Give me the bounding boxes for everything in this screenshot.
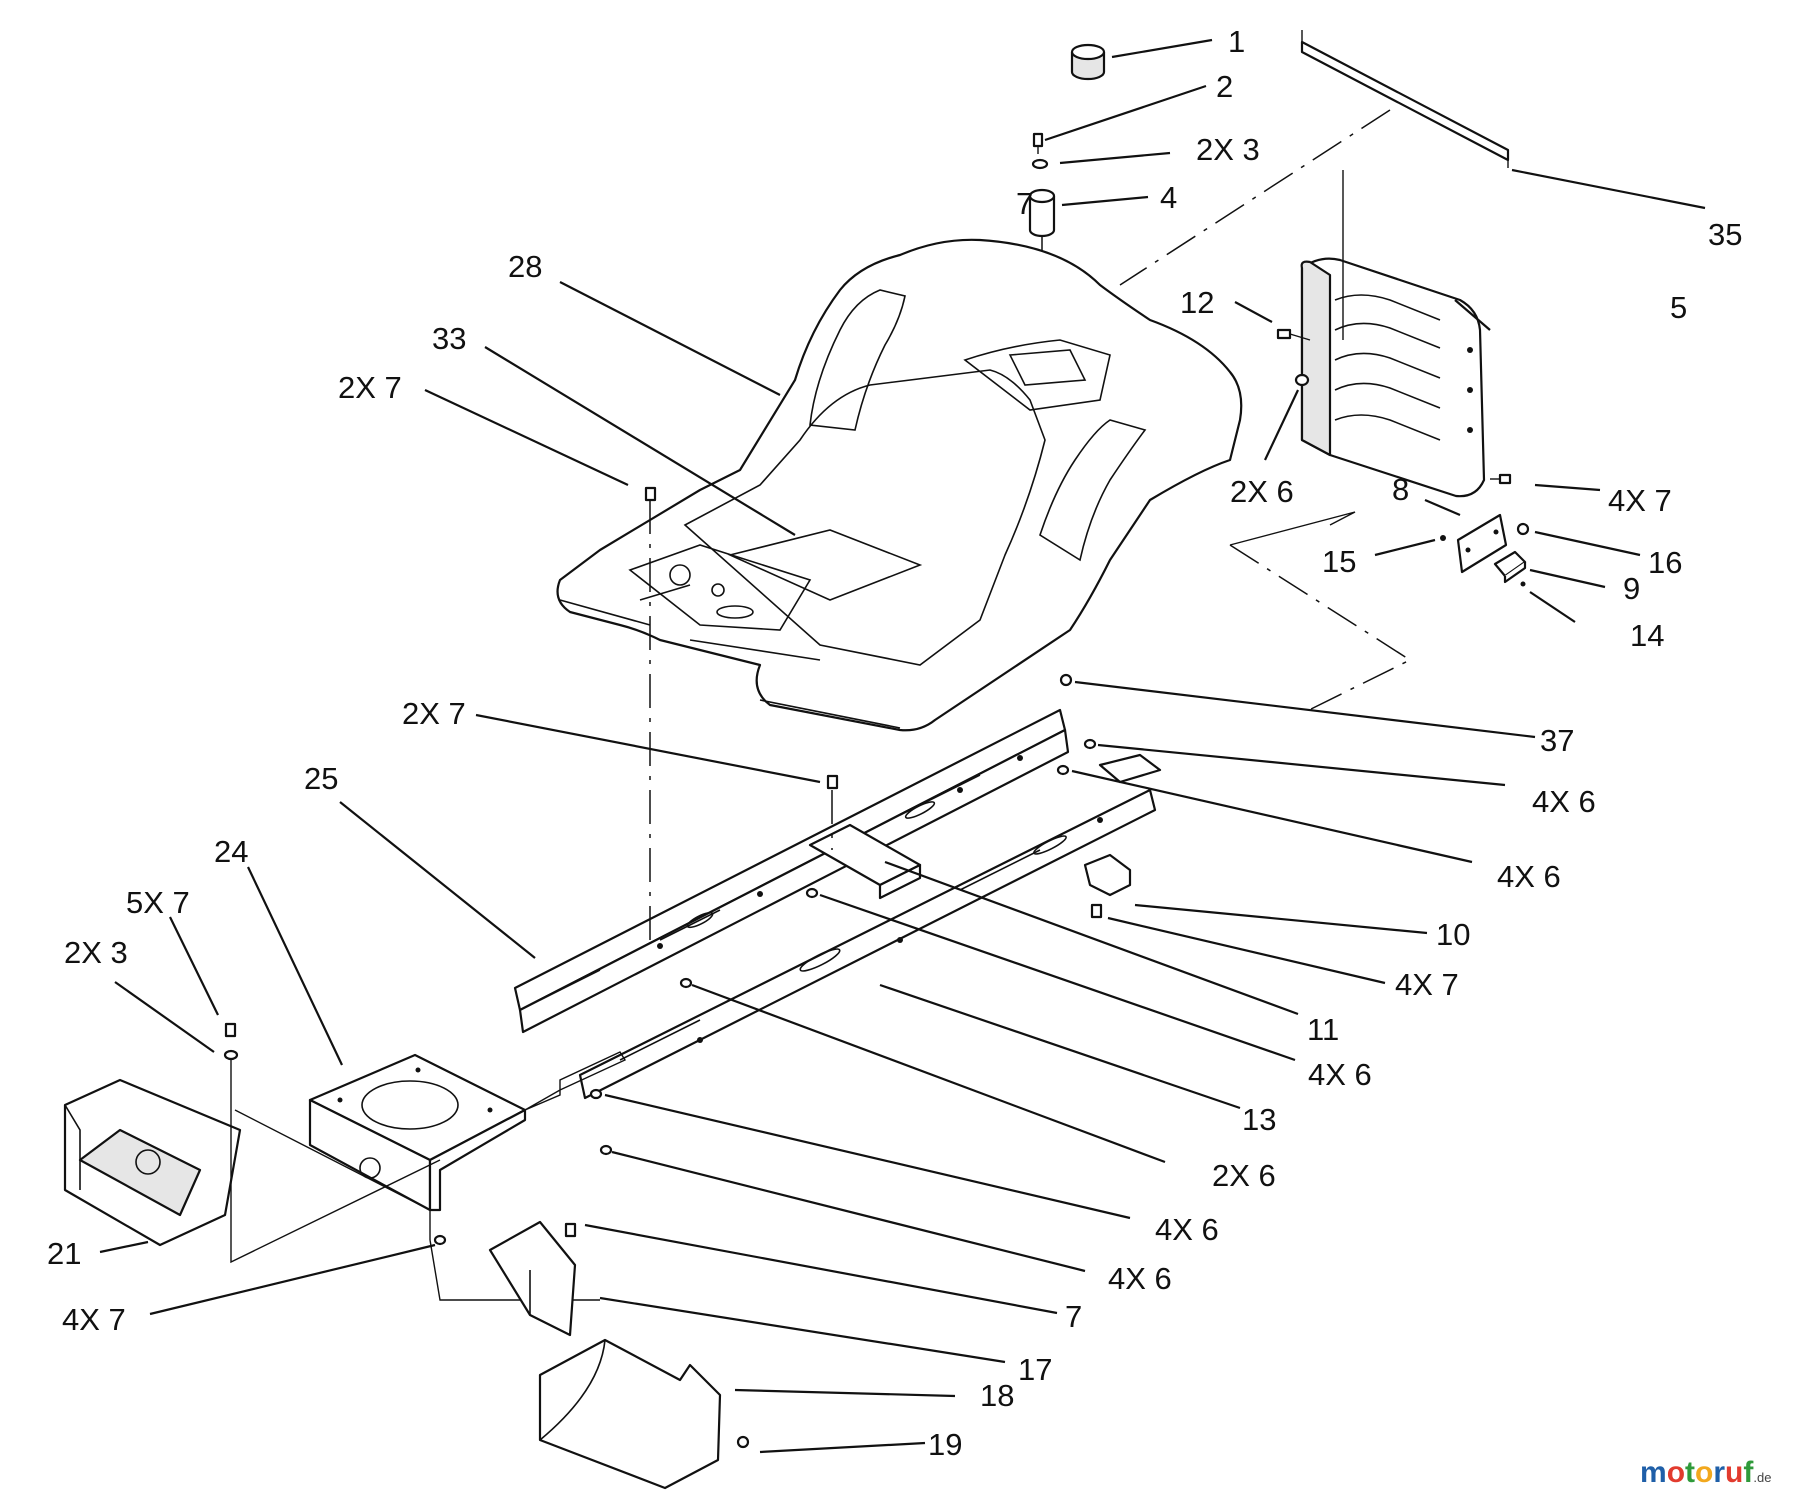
watermark-letter: t [1685,1456,1695,1489]
callout-5: 5 [1670,290,1687,325]
part-grille-panel [1300,257,1486,498]
part-bracket-17 [488,1220,577,1337]
callout-15: 15 [1322,544,1356,579]
leader-lines [99,38,1706,1454]
callout-28: 28 [508,249,542,284]
part-knob-cap [1070,43,1106,81]
callout-4x6-c: 4X 6 [1308,1057,1372,1092]
callout-4x6-b: 4X 6 [1497,859,1561,894]
part-front-plate [308,1053,527,1212]
watermark-logo: motoruf.de [1640,1456,1771,1489]
callout-2x7-top: 2X 7 [338,370,402,405]
watermark-letter: o [1667,1456,1685,1489]
part-pin-37 [1059,673,1073,687]
callout-1: 1 [1228,24,1245,59]
callout-25: 25 [304,761,338,796]
watermark-letter: m [1640,1456,1667,1489]
svg-text:motoruf.de: motoruf.de [1640,1456,1771,1489]
part-screw-15 [1440,535,1446,541]
watermark-letter: r [1713,1456,1725,1489]
callout-labels: 1 2 2X 3 4 7 35 28 33 2X 7 12 5 2X 6 8 4… [47,24,1742,1462]
callout-37: 37 [1540,723,1574,758]
callout-17: 17 [1018,1352,1052,1387]
callout-18: 18 [980,1378,1014,1413]
callout-2x6-seat: 2X 6 [1230,474,1294,509]
callout-2x6-rail: 2X 6 [1212,1158,1276,1193]
callout-4x7-seat: 4X 7 [1608,483,1672,518]
part-strip [1300,30,1510,168]
callout-16: 16 [1648,545,1682,580]
callout-4x6-a: 4X 6 [1532,784,1596,819]
part-nut-19 [736,1435,750,1449]
part-plate-8 [1456,513,1508,574]
part-nut-6 [1294,373,1310,387]
part-washer [1031,158,1049,170]
callout-21: 21 [47,1236,81,1271]
callout-9: 9 [1623,571,1640,606]
part-bracket-10 [1083,853,1132,897]
callout-8: 8 [1392,472,1409,507]
part-frame-rail-right [578,788,1157,1100]
part-bolt-7-rail [826,774,839,790]
part-bolt-7-body [644,486,657,502]
watermark-letter: o [1695,1456,1713,1489]
watermark-letter: u [1725,1456,1743,1489]
callout-2: 2 [1216,69,1233,104]
callout-11: 11 [1307,1012,1339,1047]
part-bolt-12 [1276,328,1311,341]
callout-12: 12 [1180,285,1214,320]
watermark-suffix: .de [1753,1470,1771,1485]
callout-14: 14 [1630,618,1664,653]
part-nut-16 [1516,522,1530,536]
callout-2x7-rail: 2X 7 [402,696,466,731]
callout-19: 19 [928,1427,962,1462]
part-screw-7-grille [1490,473,1512,485]
part-clip-14 [1520,581,1526,587]
part-switch-9 [1493,550,1527,584]
callout-4x6-e: 4X 6 [1108,1261,1172,1296]
part-bolt-21 [224,1022,237,1038]
part-frame-rail-left [513,708,1070,1034]
part-cross-member [808,823,922,900]
part-spacer-tube [1028,188,1056,238]
part-bolt-10 [1090,903,1103,919]
callout-4x7-front: 4X 7 [62,1302,126,1337]
callout-35: 35 [1708,217,1742,252]
callout-3: 2X 3 [1196,132,1260,167]
callout-2x3-front: 2X 3 [64,935,128,970]
part-guard-21 [63,1078,242,1247]
callout-4-suffix: 7 [1016,186,1033,221]
part-body-fender-deck [556,238,1243,732]
callout-5x7: 5X 7 [126,885,190,920]
callout-13: 13 [1242,1102,1276,1137]
callout-7: 7 [1065,1299,1082,1334]
callout-4x6-d: 4X 6 [1155,1212,1219,1247]
callout-33: 33 [432,321,466,356]
part-shield-18 [538,1338,722,1490]
watermark-letter: f [1743,1456,1754,1489]
callout-10: 10 [1436,917,1470,952]
callout-4x7-bracket: 4X 7 [1395,967,1459,1002]
callout-4: 4 [1160,180,1177,215]
part-screw [1032,132,1044,154]
part-bolt-7-front [564,1222,577,1238]
callout-24: 24 [214,834,248,869]
